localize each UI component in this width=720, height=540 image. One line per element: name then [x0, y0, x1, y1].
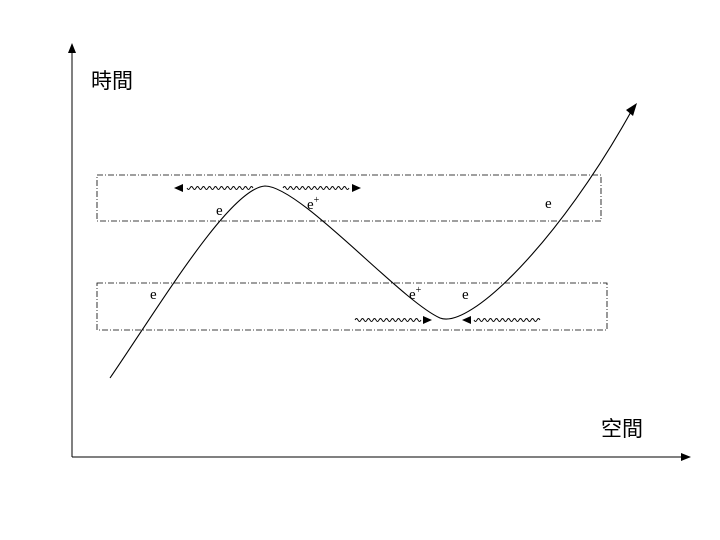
photon-upper-right	[282, 186, 350, 190]
photon-upper-left-arrowhead	[174, 184, 183, 192]
lower-interaction-box	[96, 282, 608, 331]
photon-lower-left-arrowhead	[423, 316, 432, 324]
photon-lower-left	[354, 318, 422, 322]
positron-label-upper: e+	[307, 195, 320, 213]
positron-label-lower: e+	[409, 285, 422, 303]
electron-label-upper-right: e	[545, 196, 552, 212]
worldline-arrowhead	[626, 103, 637, 116]
time-axis-label: 時間	[91, 69, 133, 93]
upper-interaction-box	[96, 174, 602, 222]
photon-lower-right	[473, 318, 541, 322]
photon-upper-left	[186, 186, 254, 190]
electron-label-lower-right: e	[462, 287, 469, 303]
photon-upper-right-arrowhead	[352, 184, 361, 192]
electron-label-lower-left: e	[150, 287, 157, 303]
photon-lower-right-arrowhead	[462, 316, 471, 324]
electron-worldline	[109, 109, 633, 379]
space-axis-label: 空間	[601, 417, 643, 441]
electron-label-upper-left: e	[216, 203, 223, 219]
